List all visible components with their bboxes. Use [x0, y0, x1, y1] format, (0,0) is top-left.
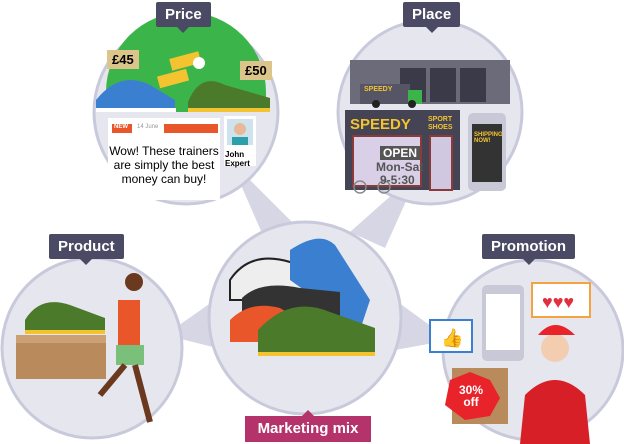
marketing-mix-label: Marketing mix	[245, 410, 371, 442]
svg-text:♥♥♥: ♥♥♥	[542, 292, 574, 312]
product-label: Product	[49, 234, 124, 265]
price-scene	[96, 12, 270, 200]
review-new-badge: NEW	[114, 124, 128, 130]
svg-text:👍: 👍	[441, 327, 463, 348]
opening-hours: 9-5:30	[380, 173, 415, 187]
price-tag-45: £45	[107, 50, 139, 69]
price-label: Price	[156, 2, 211, 33]
review-text: Wow! These trainers are simply the best …	[109, 144, 219, 186]
open-sign: OPEN	[380, 146, 421, 160]
opening-days: Mon-Sat	[376, 160, 424, 174]
center-trainers	[229, 238, 375, 356]
shop-subtitle: SPORT SHOES	[428, 116, 453, 131]
truck-brand: SPEEDY	[364, 86, 393, 93]
phone-shipping-text: SHIPPING NOW!	[474, 132, 503, 144]
promotion-label: Promotion	[482, 234, 575, 265]
place-label: Place	[403, 2, 461, 33]
price-tag-50: £50	[240, 61, 272, 80]
product-scene	[16, 273, 153, 423]
green-trainer	[188, 81, 270, 110]
shop-name: SPEEDY	[350, 116, 411, 133]
discount-badge: 30% off	[458, 383, 484, 409]
promotion-scene: ♥♥♥ 👍	[429, 282, 591, 444]
blue-trainer	[96, 80, 175, 110]
reviewer-name: John Expert	[225, 150, 250, 168]
review-date: 14 June	[137, 124, 159, 130]
